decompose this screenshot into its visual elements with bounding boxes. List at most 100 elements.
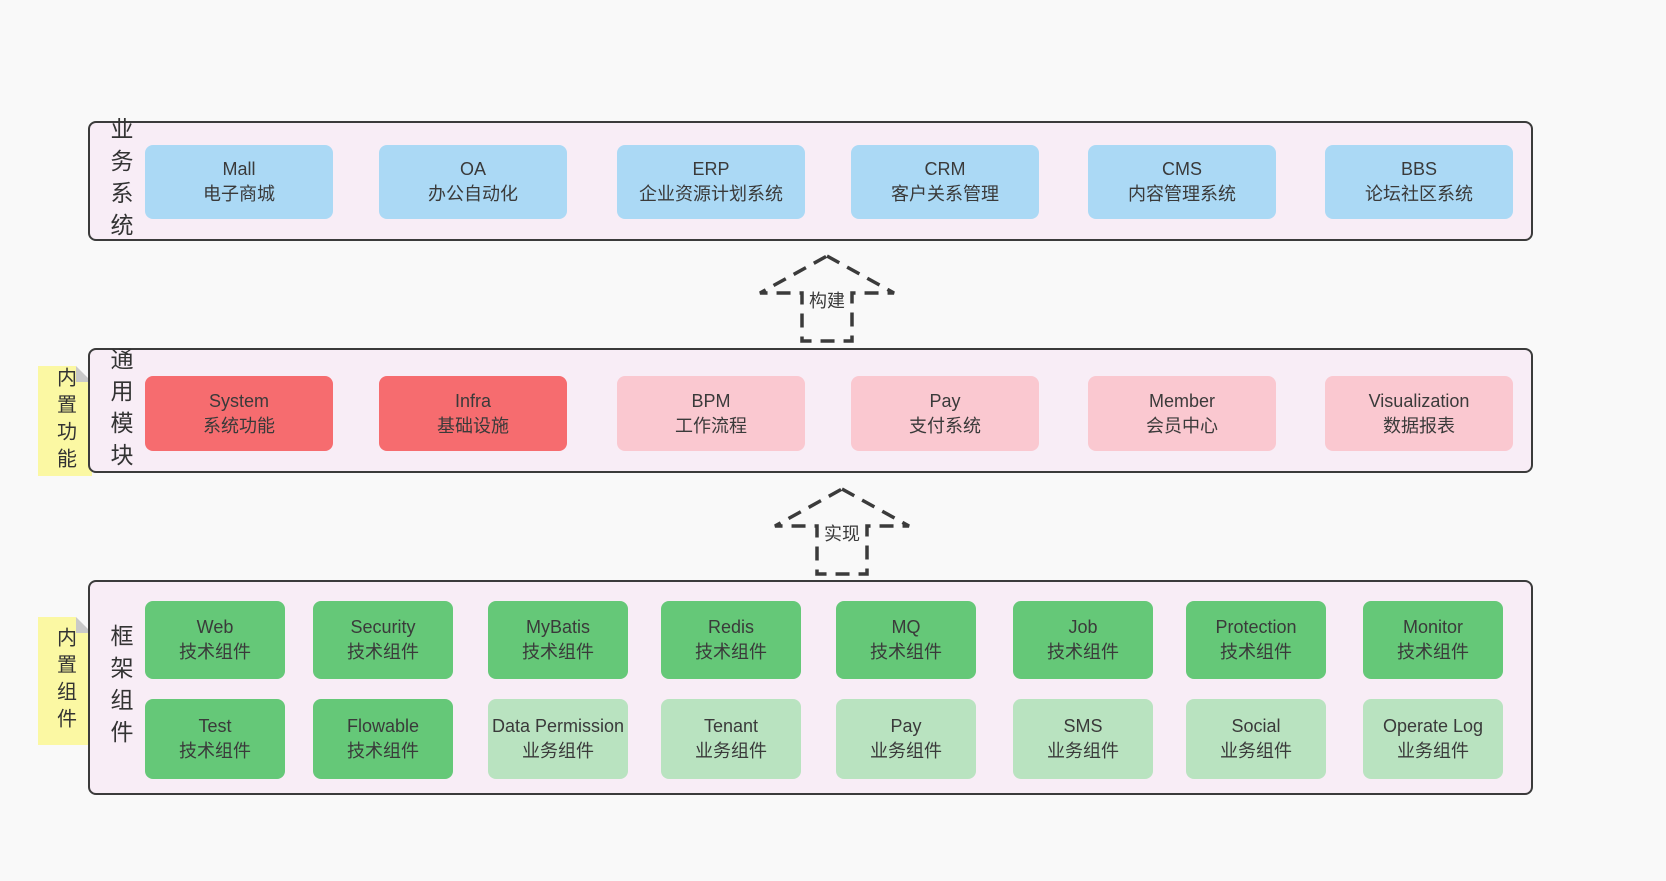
box-title: Monitor — [1402, 617, 1464, 637]
box-subtitle: 技术组件 — [179, 741, 251, 761]
box-operate-log: Operate Log 业务组件 — [1363, 699, 1503, 779]
box-title: OA — [459, 159, 486, 179]
box-subtitle: 技术组件 — [179, 642, 251, 662]
box-title: Pay — [929, 390, 961, 411]
box-erp: ERP 企业资源计划系统 — [617, 145, 805, 219]
arrow-label-bg — [821, 520, 863, 546]
box-job: Job 技术组件 — [1013, 601, 1153, 679]
box-mybatis: MyBatis 技术组件 — [488, 601, 628, 679]
box-mq: MQ 技术组件 — [836, 601, 976, 679]
box-title: Operate Log — [1382, 716, 1484, 736]
box-title: Web — [196, 617, 234, 637]
box-title: Protection — [1215, 617, 1297, 637]
panel-framework-components: 框架组件 Web 技术组件 Security 技术组件 MyBatis 技术组件… — [88, 580, 1533, 795]
panel-common-modules: 通用模块 System 系统功能 Infra 基础设施 BPM 工作流程 Pay… — [88, 346, 1533, 475]
box-subtitle: 业务组件 — [1220, 741, 1292, 761]
box-protection: Protection 技术组件 — [1186, 601, 1326, 679]
panel-components-label: 框架组件 — [107, 623, 133, 752]
box-title: Flowable — [346, 716, 420, 736]
box-title: Visualization — [1368, 390, 1470, 411]
box-flowable: Flowable 技术组件 — [313, 699, 453, 779]
box-title: BPM — [691, 390, 731, 411]
box-subtitle: 业务组件 — [870, 741, 942, 761]
box-subtitle: 支付系统 — [909, 415, 981, 436]
box-title: Social — [1231, 716, 1281, 736]
box-subtitle: 技术组件 — [1397, 642, 1469, 662]
box-title: Data Permission — [491, 716, 625, 736]
box-subtitle: 企业资源计划系统 — [639, 184, 783, 204]
box-title: Pay — [890, 716, 922, 736]
box-subtitle: 业务组件 — [1047, 741, 1119, 761]
implement-arrow: 实现 — [774, 487, 910, 576]
box-title: CRM — [924, 159, 966, 179]
arrow-label-bg — [806, 287, 848, 313]
box-subtitle: 论坛社区系统 — [1365, 184, 1473, 204]
box-redis: Redis 技术组件 — [661, 601, 801, 679]
box-subtitle: 系统功能 — [203, 415, 275, 436]
panel-business-systems: 业务系统 Mall 电子商城 OA 办公自动化 ERP 企业资源计划系统 CRM… — [88, 117, 1533, 245]
box-bpm: BPM 工作流程 — [617, 376, 805, 451]
panel-business-label: 业务系统 — [107, 117, 133, 245]
box-title: Tenant — [703, 716, 759, 736]
build-arrow: 构建 — [759, 254, 895, 343]
box-subtitle: 技术组件 — [347, 741, 419, 761]
box-subtitle: 技术组件 — [1220, 642, 1292, 662]
box-subtitle: 电子商城 — [203, 184, 275, 204]
box-security: Security 技术组件 — [313, 601, 453, 679]
box-subtitle: 客户关系管理 — [891, 184, 999, 204]
box-monitor: Monitor 技术组件 — [1363, 601, 1503, 679]
box-subtitle: 技术组件 — [522, 642, 594, 662]
box-infra: Infra 基础设施 — [379, 376, 567, 451]
box-bbs: BBS 论坛社区系统 — [1325, 145, 1513, 219]
box-system: System 系统功能 — [145, 376, 333, 451]
up-arrow-icon — [759, 254, 895, 343]
box-test: Test 技术组件 — [145, 699, 285, 779]
box-member: Member 会员中心 — [1088, 376, 1276, 451]
box-title: Test — [198, 716, 232, 736]
box-pay-module: Pay 支付系统 — [851, 376, 1039, 451]
panel-modules-label: 通用模块 — [107, 346, 133, 475]
box-data-permission: Data Permission 业务组件 — [488, 699, 628, 779]
box-title: SMS — [1063, 716, 1103, 736]
box-title: System — [208, 390, 269, 411]
box-title: Member — [1148, 390, 1215, 411]
box-subtitle: 基础设施 — [437, 415, 509, 436]
box-title: MQ — [891, 617, 921, 637]
box-title: Job — [1068, 617, 1098, 637]
box-title: BBS — [1400, 159, 1438, 179]
note-built-in-components: 内置组件 — [38, 617, 92, 745]
note-built-in-features: 内置功能 — [38, 366, 92, 476]
box-subtitle: 办公自动化 — [428, 184, 518, 204]
box-title: ERP — [692, 159, 730, 179]
box-pay-component: Pay 业务组件 — [836, 699, 976, 779]
box-mall: Mall 电子商城 — [145, 145, 333, 219]
box-web: Web 技术组件 — [145, 601, 285, 679]
box-subtitle: 会员中心 — [1146, 415, 1218, 436]
note-label: 内置组件 — [53, 627, 76, 735]
box-title: Infra — [454, 390, 492, 411]
box-title: Mall — [222, 159, 256, 179]
box-subtitle: 内容管理系统 — [1128, 184, 1236, 204]
box-subtitle: 业务组件 — [522, 741, 594, 761]
arrow-label: 构建 — [809, 291, 845, 311]
box-subtitle: 技术组件 — [347, 642, 419, 662]
up-arrow-icon — [774, 487, 910, 576]
box-subtitle: 业务组件 — [1397, 741, 1469, 761]
box-title: CMS — [1162, 159, 1202, 179]
box-title: MyBatis — [525, 617, 590, 637]
box-subtitle: 业务组件 — [695, 741, 767, 761]
box-tenant: Tenant 业务组件 — [661, 699, 801, 779]
box-title: Redis — [707, 617, 755, 637]
box-sms: SMS 业务组件 — [1013, 699, 1153, 779]
box-subtitle: 技术组件 — [1047, 642, 1119, 662]
box-subtitle: 工作流程 — [675, 415, 747, 436]
note-label: 内置功能 — [53, 367, 76, 475]
arrow-label: 实现 — [824, 524, 860, 544]
box-crm: CRM 客户关系管理 — [851, 145, 1039, 219]
box-subtitle: 技术组件 — [695, 642, 767, 662]
box-subtitle: 技术组件 — [870, 642, 942, 662]
box-social: Social 业务组件 — [1186, 699, 1326, 779]
box-subtitle: 数据报表 — [1383, 415, 1455, 436]
box-oa: OA 办公自动化 — [379, 145, 567, 219]
box-title: Security — [350, 617, 416, 637]
